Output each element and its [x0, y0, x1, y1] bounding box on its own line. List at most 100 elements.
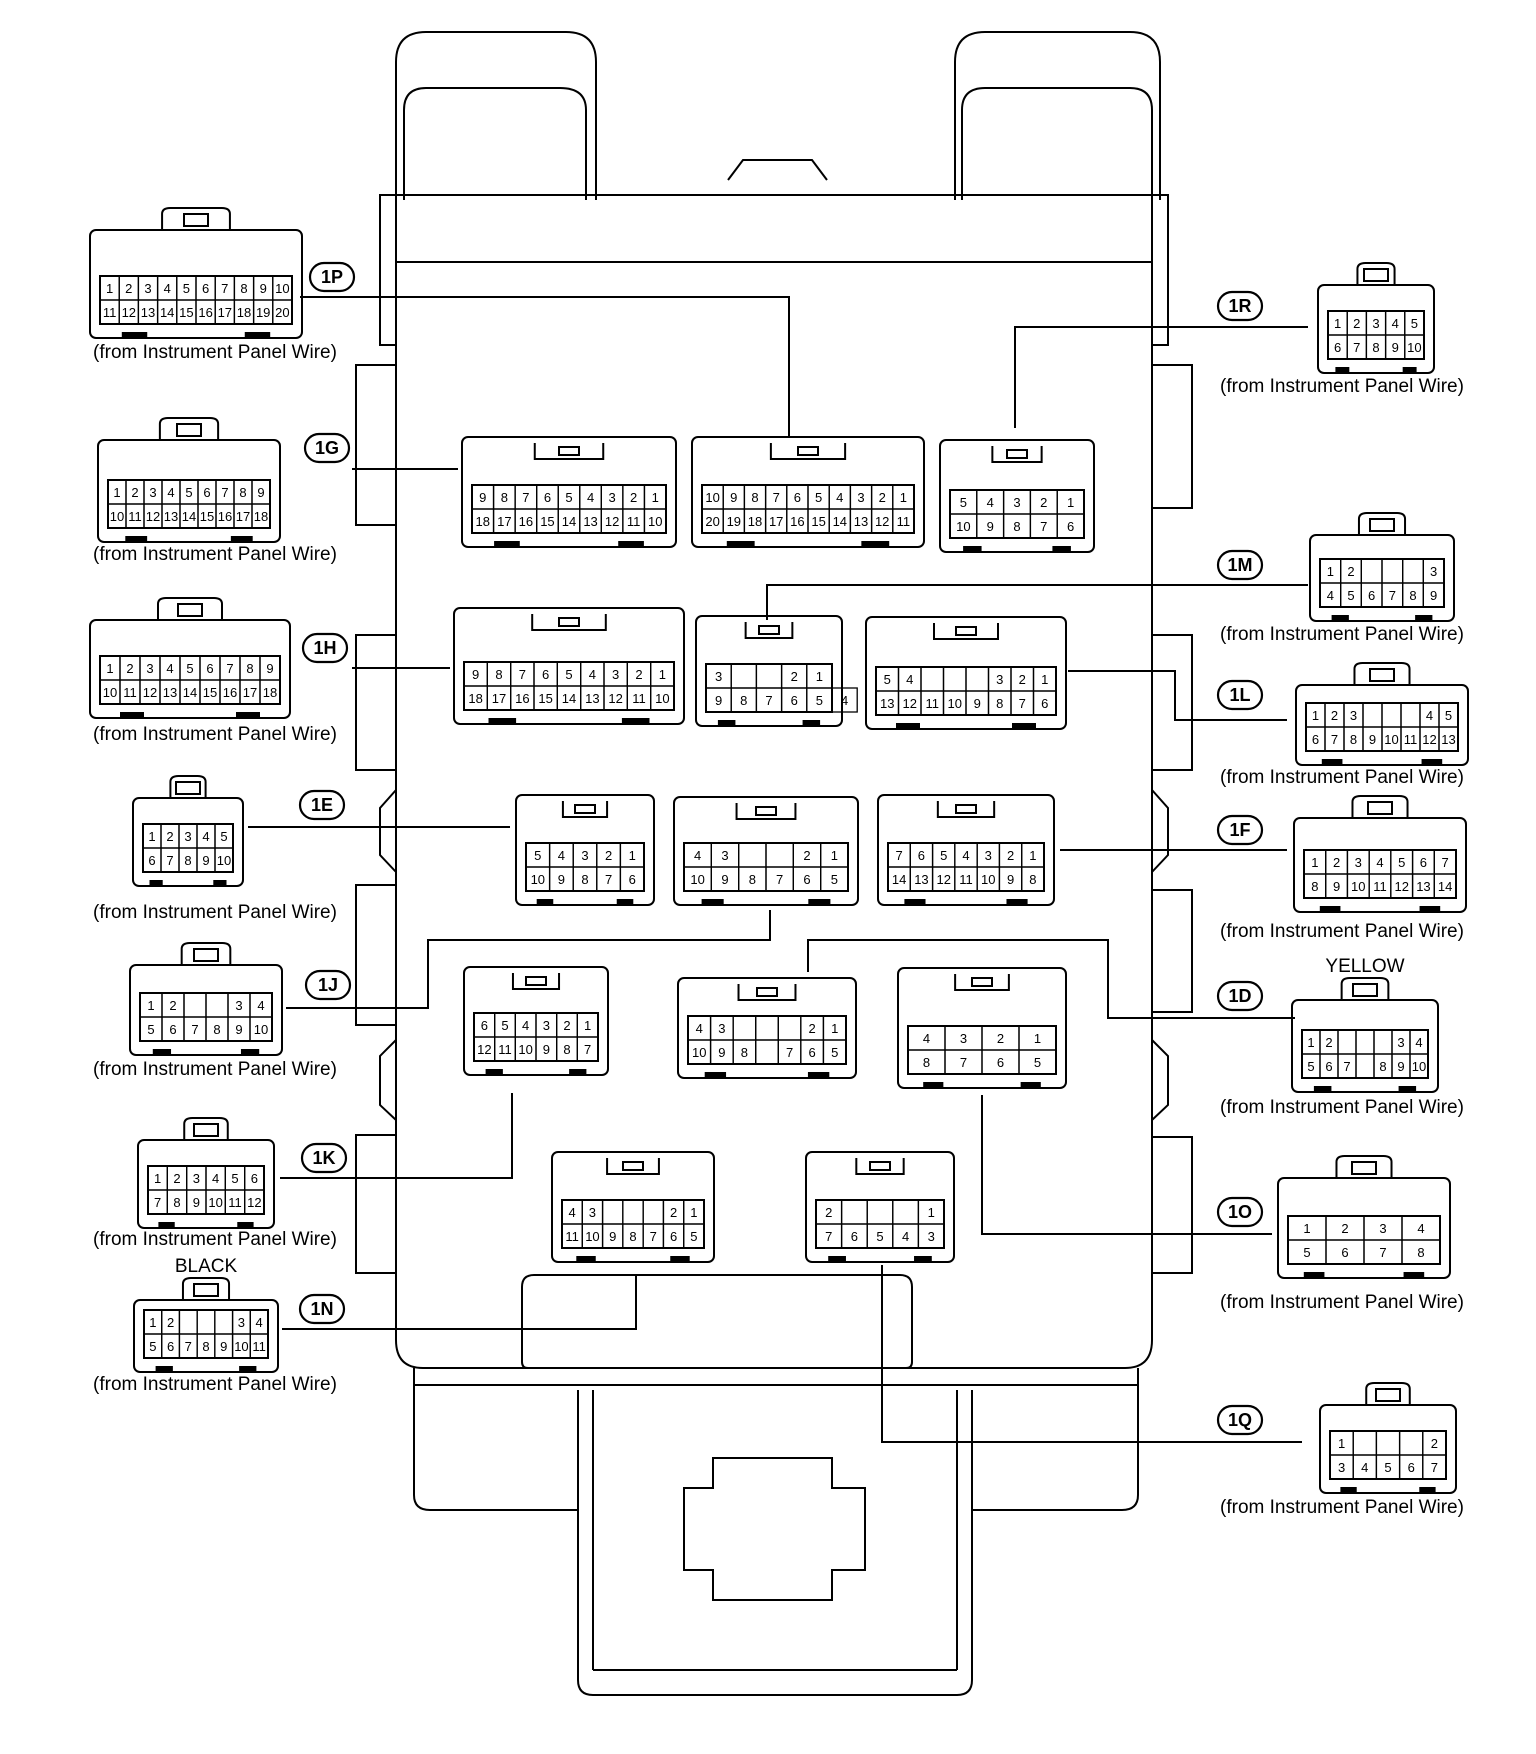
pin-number: 4 [569, 1205, 576, 1220]
pin-number: 6 [1312, 732, 1319, 747]
connector-housing [453, 607, 685, 725]
pin-number: 8 [202, 1339, 209, 1354]
pin-number: 7 [773, 490, 780, 505]
connector-clip [236, 712, 260, 718]
pin-number: 12 [146, 509, 160, 524]
pin-number: 16 [218, 509, 232, 524]
pin-number: 6 [481, 1018, 488, 1033]
pin-number: 12 [936, 872, 950, 887]
pin-number: 15 [811, 514, 825, 529]
pin-number: 6 [791, 693, 798, 708]
pin-number: 12 [903, 696, 917, 711]
pin-number: 8 [581, 872, 588, 887]
connector-code: 1P [321, 267, 343, 287]
connector-housing [97, 439, 281, 543]
pin-number: 10 [275, 281, 289, 296]
pin-number: 4 [167, 485, 174, 500]
pin-number: 5 [1034, 1055, 1041, 1070]
pin-number: 9 [257, 485, 264, 500]
pin-number: 4 [256, 1315, 263, 1330]
pin-number: 2 [1333, 855, 1340, 870]
source-caption: (from Instrument Panel Wire) [93, 1374, 337, 1395]
pin-cell [251, 503, 271, 529]
pin-number: 15 [200, 509, 214, 524]
pin-number: 9 [1333, 879, 1340, 894]
pin-number: 3 [238, 1315, 245, 1330]
pin-number: 7 [960, 1055, 967, 1070]
source-caption: (from Instrument Panel Wire) [93, 724, 337, 745]
pin-number: 6 [1325, 1059, 1332, 1074]
pin-number: 10 [234, 1339, 248, 1354]
pin-number: 6 [167, 1339, 174, 1354]
pin-number: 6 [544, 490, 551, 505]
pin-number: 15 [179, 305, 193, 320]
pin-number: 7 [519, 667, 526, 682]
pin-number: 6 [1067, 519, 1074, 534]
pin-number: 5 [1307, 1059, 1314, 1074]
pin-number: 4 [694, 848, 701, 863]
pin-number: 2 [169, 998, 176, 1013]
pin-cell [755, 663, 783, 689]
pin-number: 11 [897, 514, 911, 529]
pin-number: 20 [705, 514, 719, 529]
pin-number: 10 [948, 696, 962, 711]
connector-housing [865, 616, 1067, 730]
pin-number: 8 [239, 485, 246, 500]
connector-clip [1052, 546, 1071, 552]
connector-housing [1291, 999, 1439, 1093]
connector-badge: 1O [1216, 1196, 1264, 1228]
connector-housing [805, 1151, 955, 1263]
pin-number: 6 [542, 667, 549, 682]
pin-cell [822, 1039, 847, 1065]
pin-number: 9 [202, 853, 209, 868]
pin-cell [576, 1036, 599, 1062]
connector-latch [180, 942, 232, 965]
pin-cell [1032, 690, 1057, 716]
connector-clip [1020, 1082, 1041, 1088]
pin-cell [892, 508, 915, 534]
pin-number: 11 [228, 1195, 242, 1210]
pin-cell [214, 847, 234, 873]
pin-number: 7 [825, 1229, 832, 1244]
connector-clip [717, 720, 736, 726]
pin-number: 1 [900, 490, 907, 505]
connector-latch [1340, 977, 1390, 1000]
connector-latch [561, 801, 609, 818]
pin-number: 8 [923, 1055, 930, 1070]
pin-number: 7 [154, 1195, 161, 1210]
pin-number: 14 [1438, 879, 1452, 894]
connector-latch [606, 1158, 660, 1175]
pin-number: 8 [741, 1045, 748, 1060]
pin-number: 10 [518, 1042, 532, 1057]
pin-cell [1409, 1053, 1429, 1079]
pin-number: 2 [166, 829, 173, 844]
pin-number: 3 [608, 490, 615, 505]
pin-cell [244, 1189, 265, 1215]
pin-number: 3 [146, 661, 153, 676]
pin-number: 5 [565, 667, 572, 682]
pin-number: 1 [154, 1171, 161, 1186]
pin-number: 4 [1417, 1221, 1424, 1236]
pin-number: 2 [825, 1205, 832, 1220]
pin-number: 9 [193, 1195, 200, 1210]
pin-cell [1401, 1239, 1441, 1265]
pin-number: 19 [256, 305, 270, 320]
pin-cell [1355, 1053, 1375, 1079]
pin-number: 13 [163, 685, 177, 700]
pin-number: 7 [765, 693, 772, 708]
connector-clip [1321, 759, 1343, 765]
connector-latch [1363, 268, 1389, 282]
pin-number: 5 [565, 490, 572, 505]
pin-number: 7 [166, 853, 173, 868]
pin-number: 5 [960, 495, 967, 510]
connector-latch [158, 417, 220, 440]
pin-number: 14 [562, 691, 576, 706]
source-caption: (from Instrument Panel Wire) [93, 1059, 337, 1080]
